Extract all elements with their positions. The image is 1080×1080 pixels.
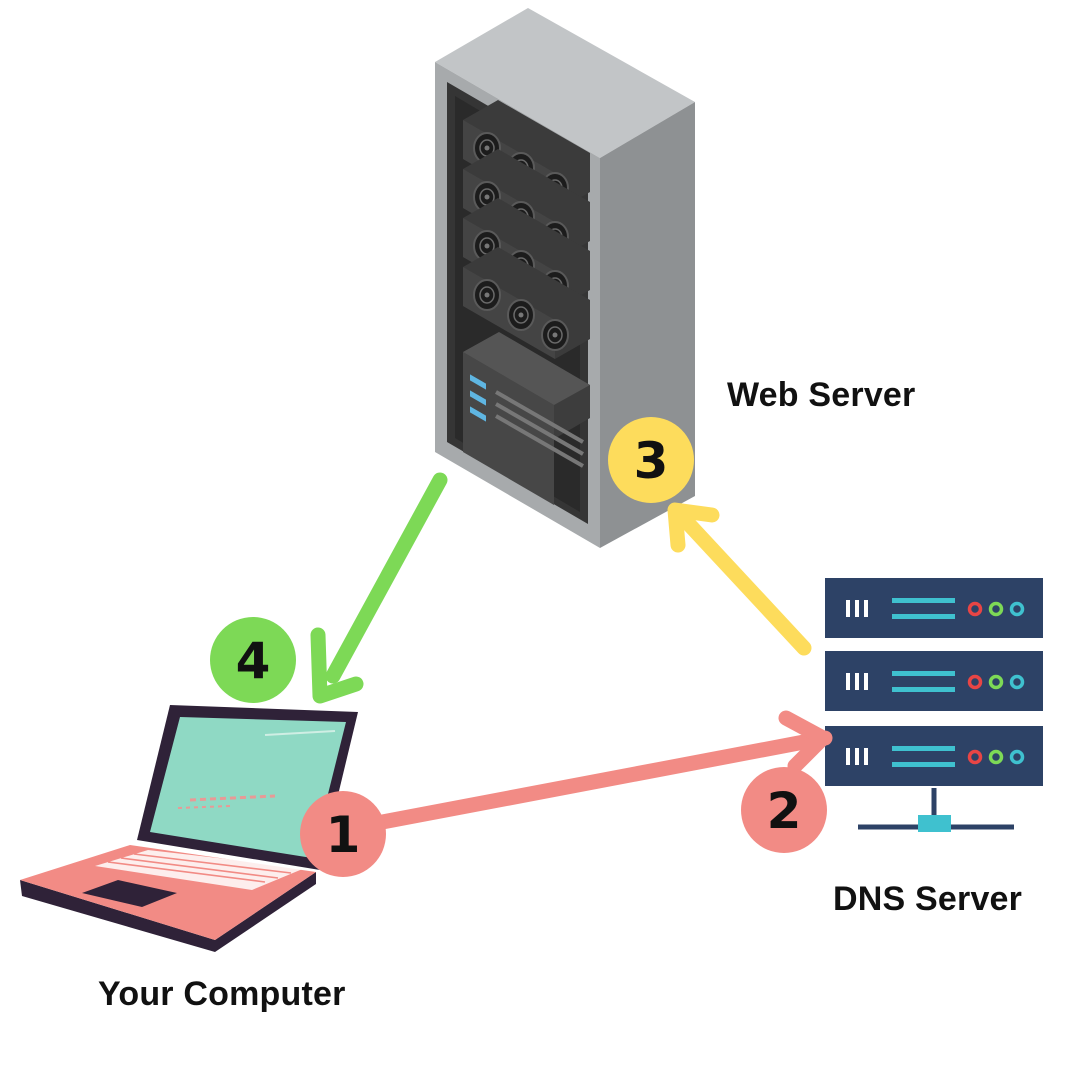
arrow-step-4 [310,472,448,704]
step-badge-1: 1 [300,791,386,877]
dns-server-label: DNS Server [833,880,1023,918]
laptop-icon [20,705,358,952]
dns-server-icon [825,578,1043,832]
svg-text:3: 3 [634,432,669,490]
web-server-label: Web Server [727,376,916,414]
arrow-step-1 [364,710,833,832]
svg-text:1: 1 [326,806,361,864]
step-badge-4: 4 [210,617,296,703]
svg-text:2: 2 [767,782,802,840]
computer-label: Your Computer [98,975,346,1013]
step-badge-2: 2 [741,767,827,853]
arrow-step-3 [667,502,812,656]
svg-text:4: 4 [236,632,271,690]
step-badge-3: 3 [608,417,694,503]
